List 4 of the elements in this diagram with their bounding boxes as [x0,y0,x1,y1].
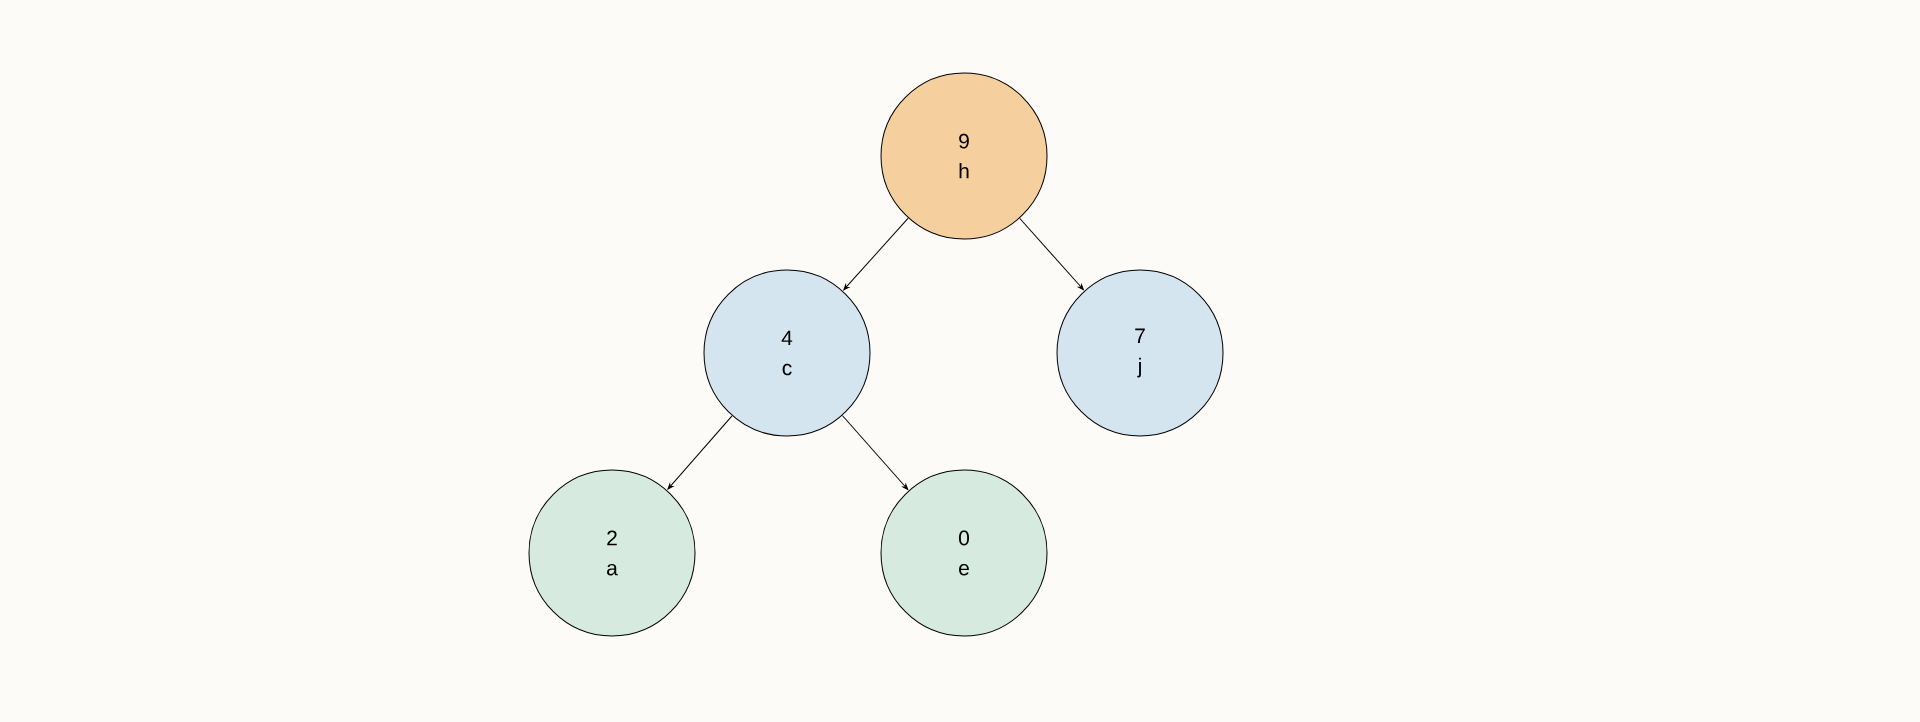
arrow [667,415,733,490]
arrow [841,415,909,490]
arrow [1019,217,1084,291]
arrow [843,217,909,291]
